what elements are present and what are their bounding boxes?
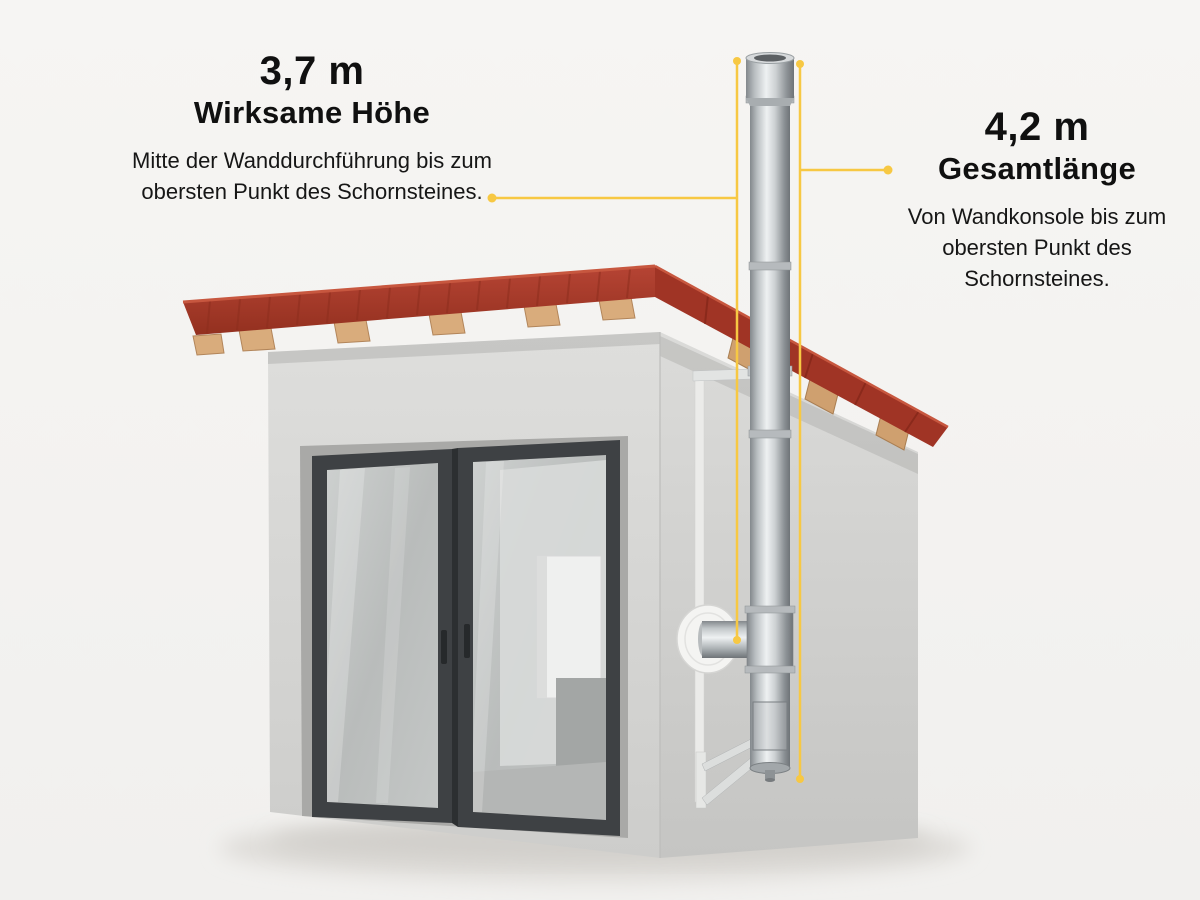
total-length-connector-dot [883,165,893,175]
glass-reflection [376,467,410,803]
door-handle [464,624,470,658]
rafter-tail [428,311,466,336]
pipe-clamp [748,429,792,439]
total-length-annotation: 4,2 m Gesamtlänge Von Wandkonsole bis zu… [872,105,1200,294]
door-left-frame [312,449,452,823]
condensate-stub-end [765,778,775,782]
total-length-description: Von Wandkonsole bis zum obersten Punkt d… [907,203,1167,292]
measurements [487,57,893,783]
lower-pipe [750,670,790,768]
effective-height-value: 3,7 m [259,49,365,93]
glass-reflection [473,461,504,812]
roof-shadow-front [268,332,660,364]
door-left-glass [327,463,438,808]
interior-box [556,678,606,766]
door-handle [441,630,447,664]
console-wall-plate [695,751,707,809]
effective-height-bottom-dot [733,636,741,644]
support-rail [694,377,705,803]
rafter-tail [238,327,276,352]
rafter-tail [333,319,371,344]
rafter-tail [523,303,561,328]
horizontal-pipe [702,621,752,658]
chimney-mouth [754,54,786,62]
effective-height-description: Mitte der Wanddurchführung bis zum obers… [132,147,492,204]
effective-height-top-dot [733,57,741,65]
tee-section [746,609,794,673]
rafter-tail [192,333,225,356]
glass-reflection [320,468,365,802]
pipe-clamp [744,665,796,674]
top-cone [746,98,794,106]
effective-height-label: Wirksame Höhe [193,95,431,131]
effective-height-connector-dot [487,193,497,203]
pipe-clamp [744,605,796,614]
door-mullion [452,448,458,827]
condensate-stub [765,770,775,780]
inspection-door [752,701,788,751]
interior-cabinet-shade [537,556,547,698]
interior-cabinet [536,555,602,699]
total-length-top-dot [796,60,804,68]
door-right [458,440,620,836]
roof-tile-ridges [206,268,631,334]
roof-ridge-highlight [654,264,949,429]
interior-view [473,460,606,820]
chimney-top-section [746,58,794,98]
total-length-value: 4,2 m [984,105,1090,149]
total-length-label: Gesamtlänge [938,151,1136,187]
chimney [676,52,796,809]
roof-edge-right [655,266,948,447]
total-length-bottom-dot [796,775,804,783]
house [182,264,949,858]
door-left [312,449,452,823]
effective-height-annotation: 3,7 m Wirksame Höhe Mitte der Wanddurchf… [128,49,496,207]
interior-floor [473,762,606,820]
chimney-pipe [750,96,790,614]
roof-front-highlight [182,264,656,304]
pipe-clamp [748,261,792,271]
roof [182,264,949,451]
upper-wall-bracket [692,368,752,382]
